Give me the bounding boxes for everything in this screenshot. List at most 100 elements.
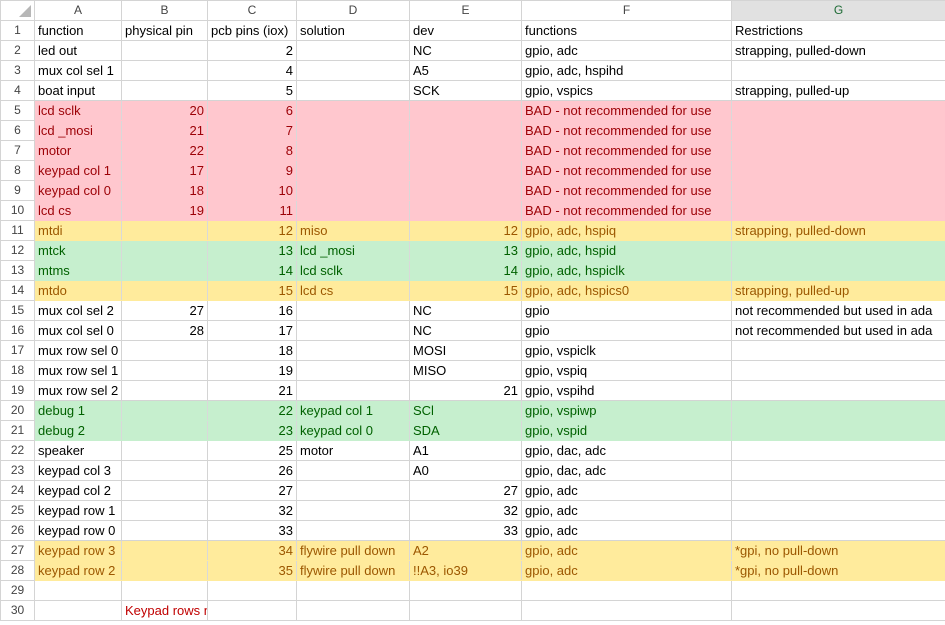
cell-b[interactable]	[121, 240, 208, 261]
cell-a[interactable]: mtdo	[34, 280, 122, 301]
row-header[interactable]: 7	[0, 140, 35, 161]
cell-a[interactable]: function	[34, 20, 122, 41]
row-header[interactable]: 10	[0, 200, 35, 221]
row-header[interactable]: 29	[0, 580, 35, 601]
row-header[interactable]: 5	[0, 100, 35, 121]
cell-e[interactable]: NC	[409, 40, 522, 61]
cell-g[interactable]	[731, 240, 945, 261]
cell-d[interactable]	[296, 500, 410, 521]
cell-a[interactable]: mux col sel 1	[34, 60, 122, 81]
cell-f[interactable]: gpio, adc, hspics0	[521, 280, 732, 301]
cell-c[interactable]: 13	[207, 240, 297, 261]
cell-g[interactable]	[731, 500, 945, 521]
cell-e[interactable]: SDA	[409, 420, 522, 441]
cell-d[interactable]	[296, 320, 410, 341]
cell-f[interactable]: BAD - not recommended for use	[521, 100, 732, 121]
cell-e[interactable]: 33	[409, 520, 522, 541]
cell-g[interactable]	[731, 580, 945, 601]
cell-c[interactable]: 10	[207, 180, 297, 201]
cell-a[interactable]: mtck	[34, 240, 122, 261]
cell-a[interactable]: keypad row 2	[34, 560, 122, 581]
column-header-c[interactable]: C	[207, 0, 297, 21]
cell-b[interactable]	[121, 400, 208, 421]
row-header[interactable]: 14	[0, 280, 35, 301]
cell-a[interactable]: led out	[34, 40, 122, 61]
row-header[interactable]: 21	[0, 420, 35, 441]
cell-b[interactable]: 28	[121, 320, 208, 341]
cell-f[interactable]: gpio, adc	[521, 520, 732, 541]
cell-b[interactable]	[121, 60, 208, 81]
cell-g[interactable]	[731, 140, 945, 161]
cell-d[interactable]: motor	[296, 440, 410, 461]
cell-f[interactable]: gpio, adc	[521, 560, 732, 581]
cell-a[interactable]: mux col sel 0	[34, 320, 122, 341]
row-header[interactable]: 19	[0, 380, 35, 401]
cell-b[interactable]	[121, 420, 208, 441]
cell-e[interactable]: A0	[409, 460, 522, 481]
cell-d[interactable]	[296, 380, 410, 401]
cell-g[interactable]: strapping, pulled-up	[731, 280, 945, 301]
cell-a[interactable]	[34, 600, 122, 621]
cell-f[interactable]: gpio, adc	[521, 540, 732, 561]
row-header[interactable]: 1	[0, 20, 35, 41]
cell-d[interactable]: flywire pull down	[296, 560, 410, 581]
column-header-e[interactable]: E	[409, 0, 522, 21]
cell-b[interactable]	[121, 440, 208, 461]
cell-e[interactable]	[409, 140, 522, 161]
cell-f[interactable]: BAD - not recommended for use	[521, 120, 732, 141]
cell-d[interactable]: keypad col 1	[296, 400, 410, 421]
cell-b[interactable]	[121, 560, 208, 581]
cell-e[interactable]: A5	[409, 60, 522, 81]
cell-e[interactable]: 12	[409, 220, 522, 241]
cell-a[interactable]: keypad row 1	[34, 500, 122, 521]
cell-d[interactable]: miso	[296, 220, 410, 241]
cell-f[interactable]: gpio, vspiclk	[521, 340, 732, 361]
cell-d[interactable]	[296, 360, 410, 381]
cell-a[interactable]: motor	[34, 140, 122, 161]
cell-d[interactable]	[296, 480, 410, 501]
row-header[interactable]: 16	[0, 320, 35, 341]
cell-c[interactable]: 8	[207, 140, 297, 161]
cell-e[interactable]: 14	[409, 260, 522, 281]
cell-e[interactable]: MOSI	[409, 340, 522, 361]
cell-b[interactable]	[121, 580, 208, 601]
cell-b[interactable]	[121, 260, 208, 281]
row-header[interactable]: 12	[0, 240, 35, 261]
cell-d[interactable]	[296, 160, 410, 181]
cell-e[interactable]: !!A3, io39	[409, 560, 522, 581]
row-header[interactable]: 27	[0, 540, 35, 561]
cell-f[interactable]	[521, 600, 732, 621]
cell-a[interactable]: mux row sel 2	[34, 380, 122, 401]
cell-d[interactable]	[296, 60, 410, 81]
row-header[interactable]: 11	[0, 220, 35, 241]
cell-e[interactable]	[409, 580, 522, 601]
cell-g[interactable]	[731, 260, 945, 281]
cell-g[interactable]	[731, 460, 945, 481]
cell-c[interactable]: 14	[207, 260, 297, 281]
row-header[interactable]: 3	[0, 60, 35, 81]
cell-a[interactable]: lcd _mosi	[34, 120, 122, 141]
row-header[interactable]: 13	[0, 260, 35, 281]
cell-f[interactable]: gpio, adc, hspiclk	[521, 260, 732, 281]
cell-c[interactable]	[207, 600, 297, 621]
cell-g[interactable]	[731, 600, 945, 621]
cell-b[interactable]: 22	[121, 140, 208, 161]
cell-d[interactable]	[296, 180, 410, 201]
cell-c[interactable]: 17	[207, 320, 297, 341]
cell-a[interactable]: mtdi	[34, 220, 122, 241]
cell-e[interactable]	[409, 160, 522, 181]
cell-g[interactable]	[731, 480, 945, 501]
cell-d[interactable]: keypad col 0	[296, 420, 410, 441]
cell-d[interactable]	[296, 580, 410, 601]
cell-b[interactable]	[121, 460, 208, 481]
cell-c[interactable]: 23	[207, 420, 297, 441]
cell-a[interactable]: boat input	[34, 80, 122, 101]
cell-f[interactable]: gpio, vspid	[521, 420, 732, 441]
cell-f[interactable]: gpio, adc, hspid	[521, 240, 732, 261]
cell-a[interactable]: keypad col 2	[34, 480, 122, 501]
cell-d[interactable]: flywire pull down	[296, 540, 410, 561]
cell-c[interactable]: 21	[207, 380, 297, 401]
cell-g[interactable]: Restrictions	[731, 20, 945, 41]
cell-b[interactable]	[121, 500, 208, 521]
cell-d[interactable]	[296, 100, 410, 121]
